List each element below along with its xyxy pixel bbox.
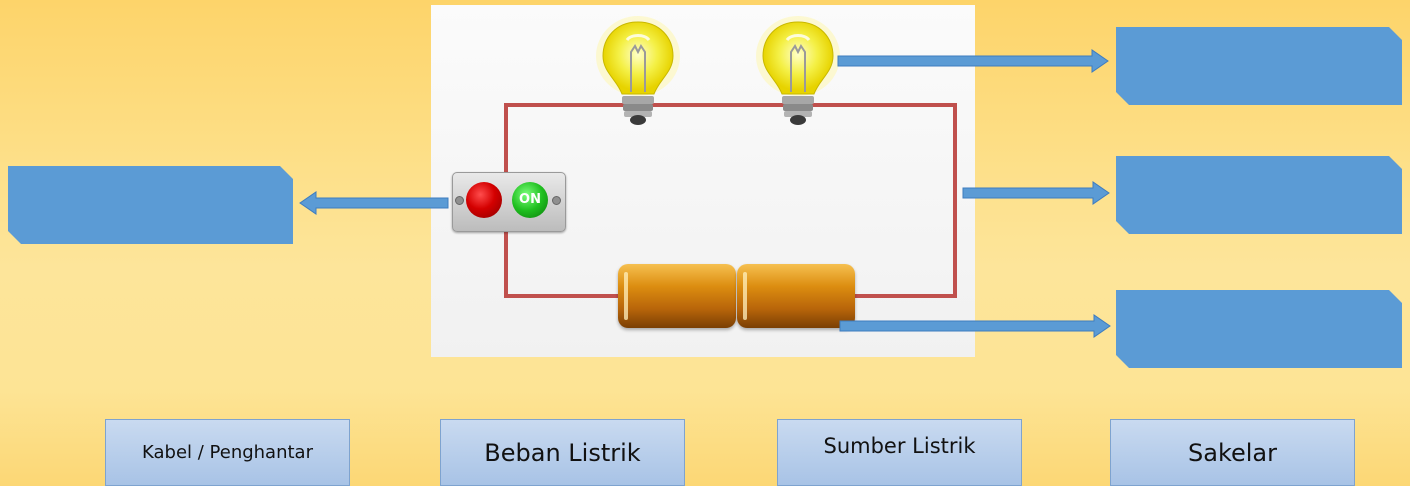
arrow-right [839, 314, 1111, 338]
wire-top [504, 103, 957, 107]
switch-screw-right [552, 196, 561, 205]
switch-on-button: ON [512, 182, 548, 218]
answer-box-bulb[interactable] [1116, 27, 1402, 105]
wire-bottom-right [850, 294, 957, 298]
option-sumber-listrik[interactable]: Sumber Listrik [777, 419, 1022, 486]
wire-bottom-left [504, 294, 626, 298]
option-kabel-penghantar[interactable]: Kabel / Penghantar [105, 419, 350, 486]
arrow-left [299, 191, 449, 215]
option-beban-listrik[interactable]: Beban Listrik [440, 419, 685, 486]
answer-box-wire[interactable] [1116, 156, 1402, 234]
battery [737, 264, 855, 328]
answer-box-switch[interactable] [8, 166, 293, 244]
switch-screw-left [455, 196, 464, 205]
arrow-right [962, 181, 1110, 205]
switch-off-button [466, 182, 502, 218]
light-bulb-icon [756, 16, 840, 125]
wire-right [953, 103, 957, 298]
light-bulb-icon [596, 16, 680, 125]
battery [618, 264, 736, 328]
answer-box-battery[interactable] [1116, 290, 1402, 368]
option-sakelar[interactable]: Sakelar [1110, 419, 1355, 486]
arrow-right [837, 49, 1109, 73]
